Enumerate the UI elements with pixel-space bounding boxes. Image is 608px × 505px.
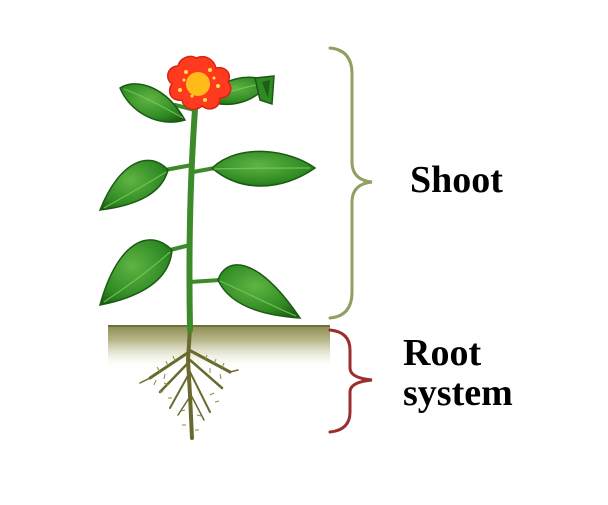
flower-bud (254, 75, 275, 106)
leaf-lower-left (98, 239, 173, 306)
root-hairs (153, 354, 225, 431)
main-stem (186, 92, 199, 333)
soil (108, 325, 330, 370)
leaf-middle-left (98, 159, 169, 211)
flower (167, 55, 232, 111)
root-label-line1: Root (403, 332, 482, 374)
root-system (139, 326, 239, 440)
shoot-label: Shoot (410, 159, 503, 201)
leaf-lower-right (217, 264, 302, 319)
root-system-label: Root system (403, 333, 513, 413)
root-label-line2: system (403, 372, 513, 414)
root-bracket (328, 328, 373, 434)
shoot-bracket (328, 46, 373, 320)
